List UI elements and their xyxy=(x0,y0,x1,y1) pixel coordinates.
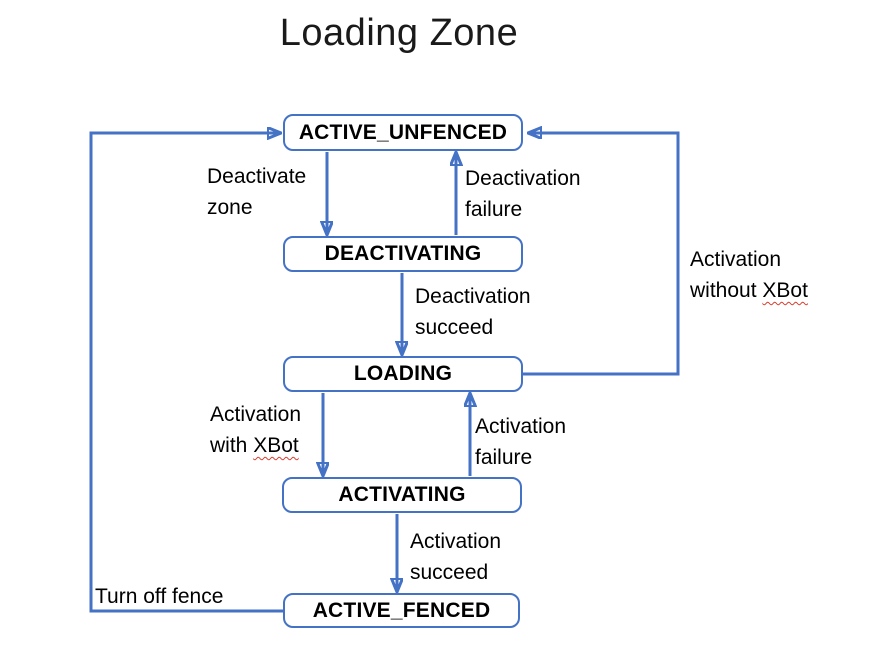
edge-label-line: without xyxy=(690,279,763,302)
edge-label-deactivation-succeed: Deactivation succeed xyxy=(415,281,531,343)
edge-label-line: Deactivation xyxy=(415,285,531,308)
edge-label-line: Activation xyxy=(690,248,782,271)
edge-label-activation-failure: Activation failure xyxy=(475,411,566,473)
edge-label-line: Activation xyxy=(475,415,567,438)
state-label: LOADING xyxy=(353,362,453,385)
edge-label-line: Turn off fence xyxy=(95,585,224,608)
edge-label-line: Activation xyxy=(210,403,302,426)
edge-label-line: succeed xyxy=(415,316,494,339)
edge-label-activation-without-xbot: Activation without XBot xyxy=(690,244,808,306)
edge-label-line: Deactivation xyxy=(465,167,581,190)
edge-label-turn-off-fence: Turn off fence xyxy=(95,581,223,612)
edge-label-activation-succeed: Activation succeed xyxy=(410,526,501,588)
state-activating: ACTIVATING xyxy=(282,477,522,513)
xbot-word-spellcheck: XBot xyxy=(253,434,299,457)
edge-label-line: with xyxy=(210,434,254,457)
state-label: ACTIVE_UNFENCED xyxy=(298,120,508,144)
edge-label-activation-with-xbot: Activation with XBot xyxy=(210,399,301,461)
xbot-word-spellcheck: XBot xyxy=(762,279,808,302)
edge-label-deactivate-zone: Deactivate zone xyxy=(207,161,306,223)
edge-label-line: zone xyxy=(207,196,253,219)
edge-label-line: succeed xyxy=(410,561,489,584)
edge-label-line: failure xyxy=(475,446,533,469)
state-deactivating: DEACTIVATING xyxy=(283,236,523,272)
edge-label-line: failure xyxy=(465,198,523,221)
state-loading: LOADING xyxy=(283,356,523,392)
diagram-title: Loading Zone xyxy=(279,12,519,54)
edge-label-line: Activation xyxy=(410,530,502,553)
state-label: ACTIVATING xyxy=(338,483,466,506)
edge-label-line: Deactivate xyxy=(207,165,307,188)
state-label: ACTIVE_FENCED xyxy=(312,598,491,622)
state-active-unfenced: ACTIVE_UNFENCED xyxy=(283,114,523,151)
edge-label-deactivation-failure: Deactivation failure xyxy=(465,163,581,225)
state-label: DEACTIVATING xyxy=(324,242,482,265)
state-active-fenced: ACTIVE_FENCED xyxy=(283,593,520,628)
